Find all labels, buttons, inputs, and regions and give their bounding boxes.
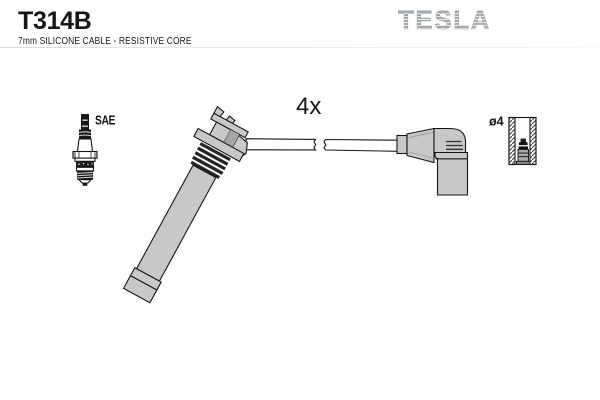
diameter-label: ø4 — [489, 115, 504, 129]
terminal-section-icon — [508, 116, 537, 166]
cable-left-segment — [245, 138, 317, 151]
part-number: T314B — [18, 7, 92, 35]
cable-right-segment — [323, 138, 400, 152]
sae-label: SAE — [95, 114, 115, 128]
quantity-label: 4x — [296, 93, 321, 120]
cable-icon — [245, 138, 400, 152]
cable-spec-subtitle: 7mm SILICONE CABLE - RESISTIVE CORE — [18, 34, 192, 47]
coil-boot-icon — [122, 105, 249, 304]
elbow-boot-icon — [396, 127, 469, 196]
spark-plug-icon — [72, 114, 98, 186]
tesla-logo: TESLA — [398, 8, 491, 32]
brand-text: TESLA — [398, 8, 491, 32]
header-rule — [0, 47, 600, 48]
